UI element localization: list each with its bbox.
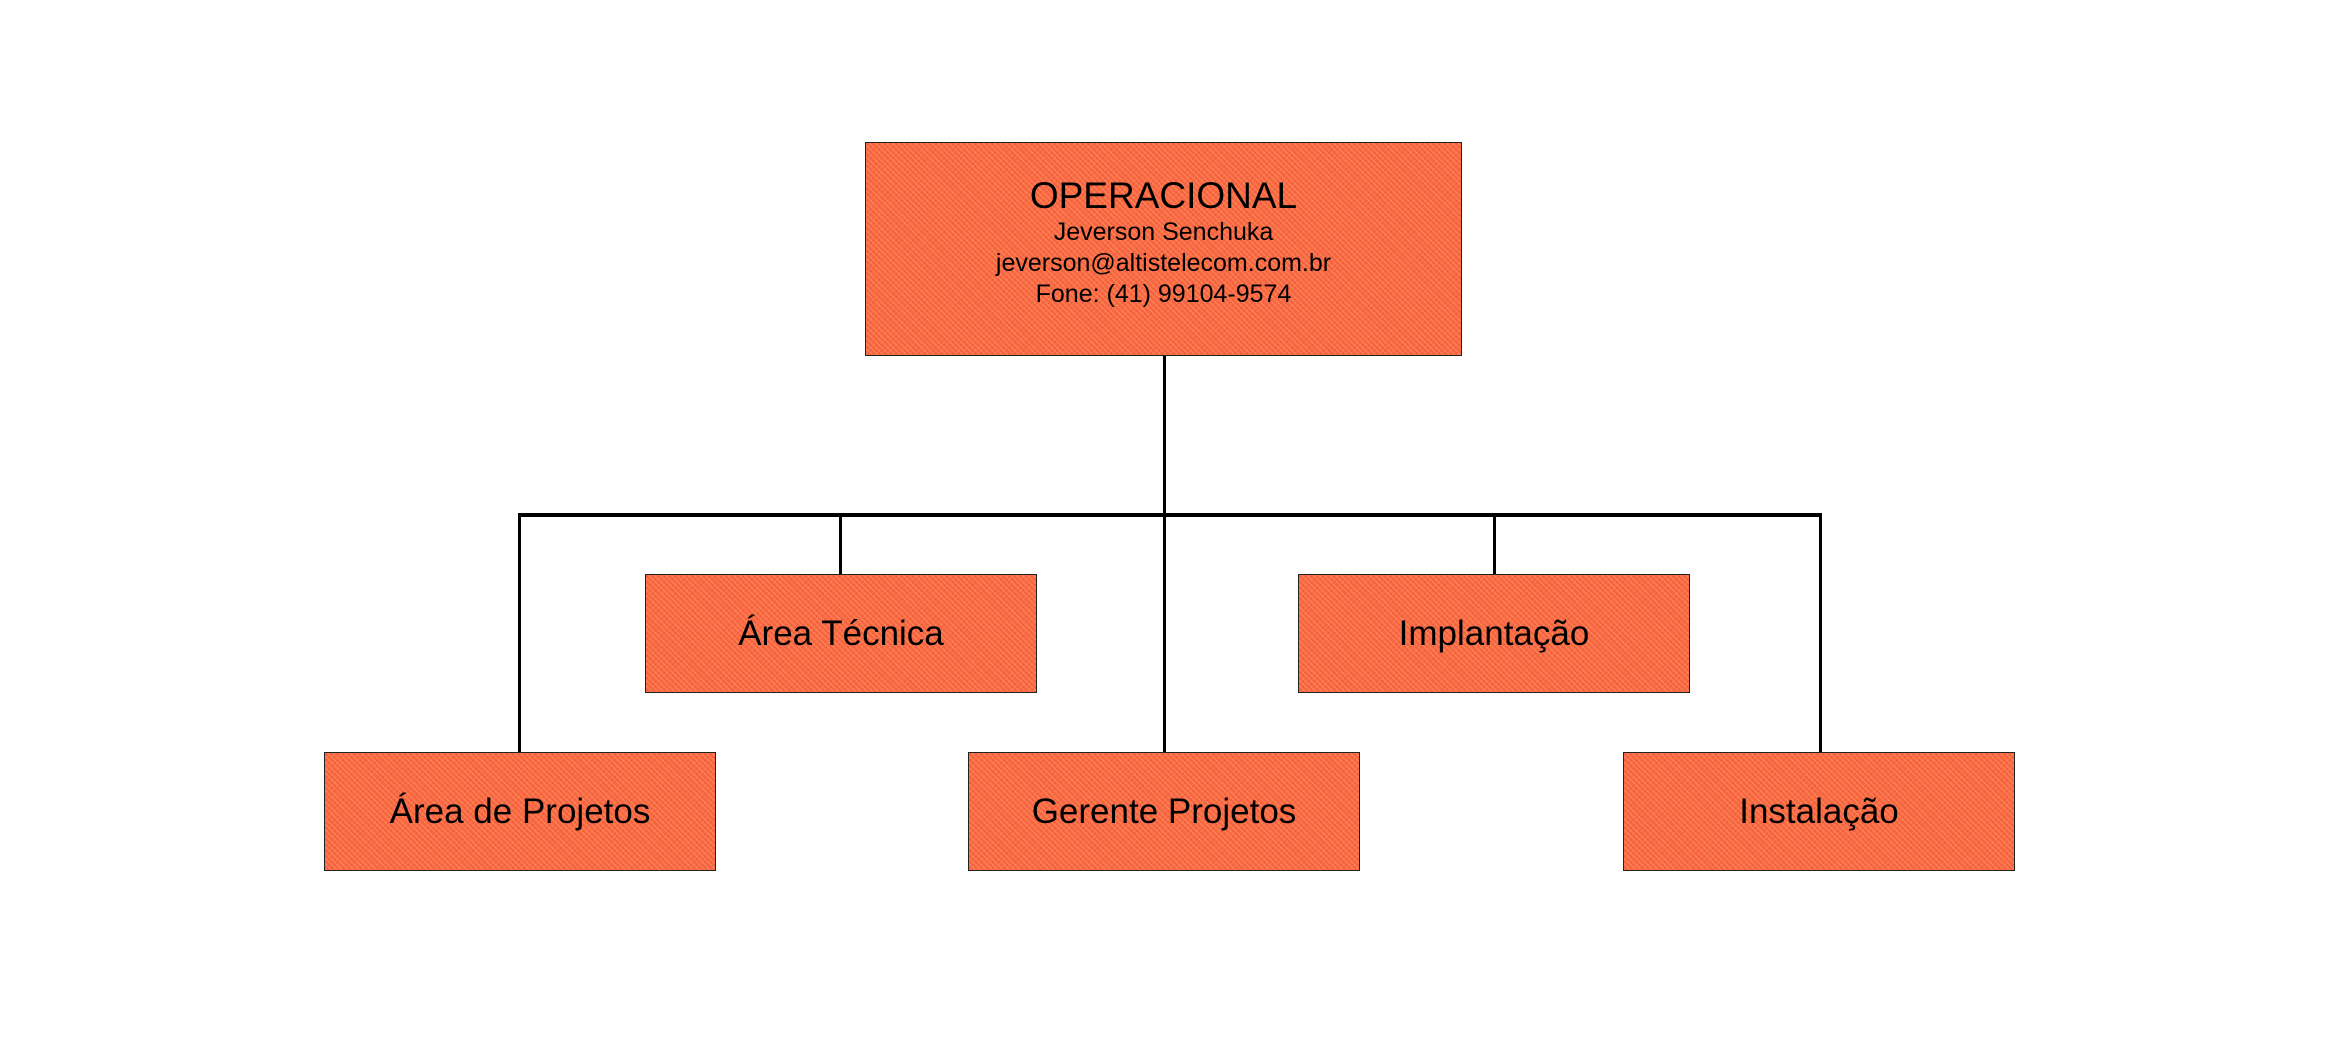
connector-horizontal-bus: [518, 513, 1822, 517]
connector-root-down: [1163, 355, 1166, 515]
org-node-gerente-projetos: Gerente Projetos: [968, 752, 1360, 871]
org-node-instalacao: Instalação: [1623, 752, 2015, 871]
connector-gerente-projetos: [1163, 515, 1166, 753]
connector-area-tecnica: [839, 515, 842, 575]
connector-area-projetos: [518, 515, 521, 753]
org-node-area-de-projetos: Área de Projetos: [324, 752, 716, 871]
connector-implantacao: [1493, 515, 1496, 575]
node-phone: Fone: (41) 99104-9574: [1035, 279, 1292, 308]
node-person-name: Jeverson Senchuka: [1053, 217, 1274, 246]
node-email: jeverson@altistelecom.com.br: [995, 248, 1332, 277]
node-label: Implantação: [1398, 613, 1590, 653]
node-label: Área de Projetos: [389, 791, 651, 831]
org-node-area-tecnica: Área Técnica: [645, 574, 1037, 693]
node-label: Instalação: [1739, 791, 1899, 831]
connector-instalacao: [1819, 515, 1822, 753]
node-label: Gerente Projetos: [1031, 791, 1297, 831]
node-title: OPERACIONAL: [1029, 174, 1298, 216]
org-node-implantacao: Implantação: [1298, 574, 1690, 693]
node-label: Área Técnica: [738, 613, 944, 653]
org-node-operacional: OPERACIONAL Jeverson Senchuka jeverson@a…: [865, 142, 1462, 356]
